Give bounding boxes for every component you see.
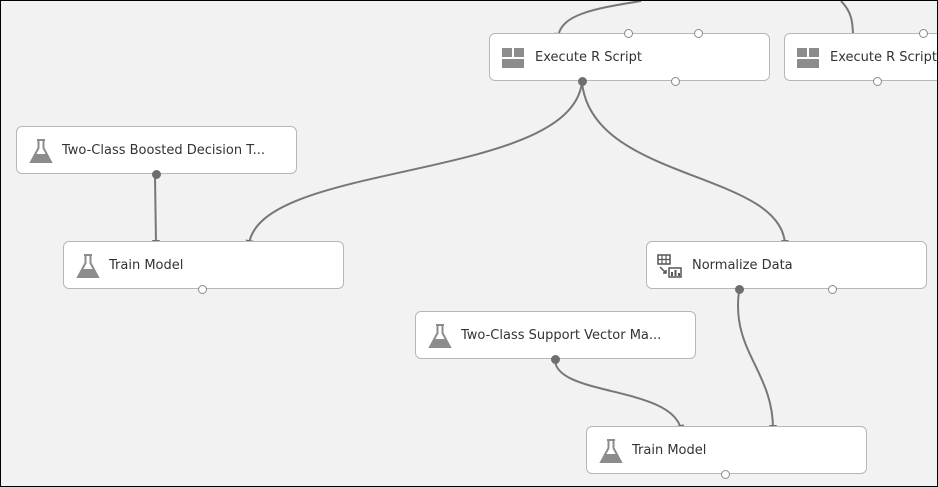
output-port[interactable] [671, 77, 680, 86]
node-label: Execute R Script [535, 50, 642, 65]
execute-r-script-node[interactable]: Execute R Script [784, 29, 937, 86]
node-label: Execute R Script [830, 50, 937, 65]
edge-incoming-exec1 [554, 1, 642, 41]
node-label: Two-Class Support Vector Ma... [461, 328, 662, 343]
node-label: Train Model [632, 443, 707, 458]
flask-icon [428, 324, 452, 348]
node-label: Train Model [109, 258, 184, 273]
node-label: Normalize Data [692, 258, 793, 273]
input-port[interactable] [624, 29, 633, 38]
script-grid-icon [502, 48, 524, 68]
output-port[interactable] [828, 285, 837, 294]
output-port-connected[interactable] [152, 170, 161, 179]
two-class-support-vector-machine-node[interactable]: Two-Class Support Vector Ma... [415, 311, 696, 364]
output-port-connected[interactable] [578, 77, 587, 86]
node-label: Two-Class Boosted Decision T... [62, 143, 265, 158]
output-port[interactable] [721, 470, 730, 479]
two-class-boosted-decision-tree-node[interactable]: Two-Class Boosted Decision T... [16, 126, 297, 179]
script-grid-icon [797, 48, 819, 68]
edge-normalize-to-train2 [737, 290, 777, 433]
output-port[interactable] [873, 77, 882, 86]
output-port-connected[interactable] [551, 355, 560, 364]
edge-svm-to-train2 [554, 359, 684, 433]
train-model-node[interactable]: Train Model [586, 426, 867, 479]
edge-boosted-to-train1 [151, 175, 160, 248]
edge-exec1-to-normalize [581, 81, 789, 248]
input-port[interactable] [919, 29, 928, 38]
input-port[interactable] [694, 29, 703, 38]
edge-exec1-to-train1 [245, 81, 583, 248]
normalize-data-node[interactable]: Normalize Data [646, 241, 927, 294]
train-model-node[interactable]: Train Model [63, 241, 344, 294]
flask-icon [599, 439, 623, 463]
execute-r-script-node[interactable]: Execute R Script [489, 29, 770, 86]
flask-icon [76, 254, 100, 278]
output-port-connected[interactable] [735, 285, 744, 294]
output-port[interactable] [198, 285, 207, 294]
flask-icon [29, 139, 53, 163]
edge-incoming-exec2 [840, 1, 857, 41]
table-transform-icon [657, 254, 682, 278]
